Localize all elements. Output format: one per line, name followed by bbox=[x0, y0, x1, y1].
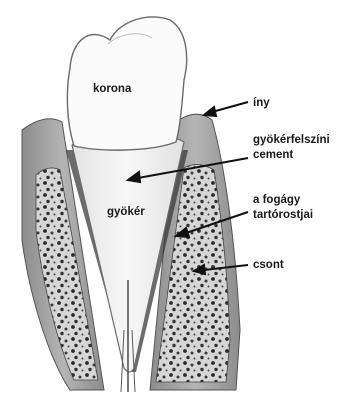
arrow-iny bbox=[212, 102, 248, 112]
label-gyoker: gyökér bbox=[107, 206, 145, 218]
label-korona: korona bbox=[93, 83, 132, 95]
arrow-iny-head bbox=[204, 107, 216, 116]
label-fogagy: a fogágy bbox=[253, 194, 301, 206]
label-cement: cement bbox=[253, 149, 293, 161]
label-csont: csont bbox=[253, 259, 284, 271]
label-iny: íny bbox=[253, 97, 270, 109]
label-gyokerfelszini: gyökérfelszíni bbox=[253, 134, 330, 146]
label-tartorostjai: tartórostjai bbox=[253, 209, 313, 221]
